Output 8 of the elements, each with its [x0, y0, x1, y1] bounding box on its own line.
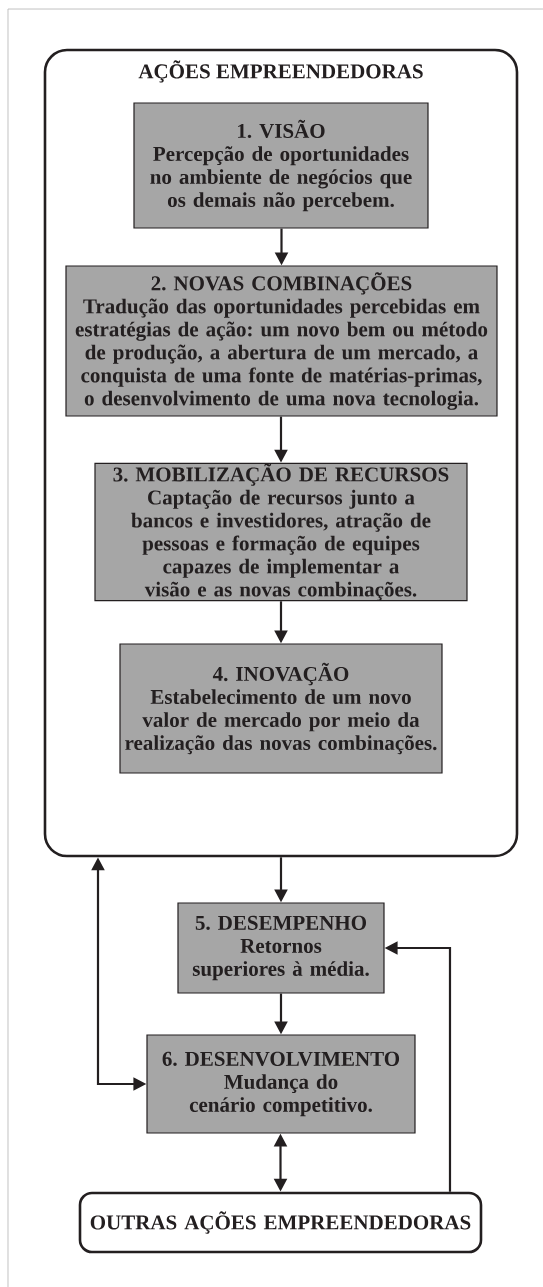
process-box: 3. MOBILIZAÇÃO DE RECURSOS Captação de recursos junto a bancos e investidores, atração de pessoas e formação de equipes capazes de implementar a visão e as novas combinações. — [94, 462, 468, 602]
container-title: AÇÕES EMPREENDEDORAS — [138, 60, 423, 83]
process-box: 1. VISÃO Percepção de oportunidades no ambiente de negócios que os demais não percebem. — [133, 102, 429, 229]
process-box: 6. DESENVOLVIMENTO Mudança do cenário competitivo. — [146, 1034, 416, 1134]
process-box: 5. DESEMPENHO Retornos superiores à média. — [177, 902, 385, 994]
terminal-box: OUTRAS AÇÕES EMPREENDEDORAS — [78, 1191, 483, 1254]
process-box: 2. NOVAS COMBINAÇÕES Tradução das oportunidades percebidas em estratégias de ação: um novo bem ou método de produção, a abertura de um mercado, a conquista de uma fonte de matérias-primas, o desenvolvimento de uma nova tecnologia. — [65, 265, 498, 417]
process-box: 4. INOVAÇÃO Estabelecimento de um novo valor de mercado por meio da realização das novas combinações. — [119, 643, 443, 774]
